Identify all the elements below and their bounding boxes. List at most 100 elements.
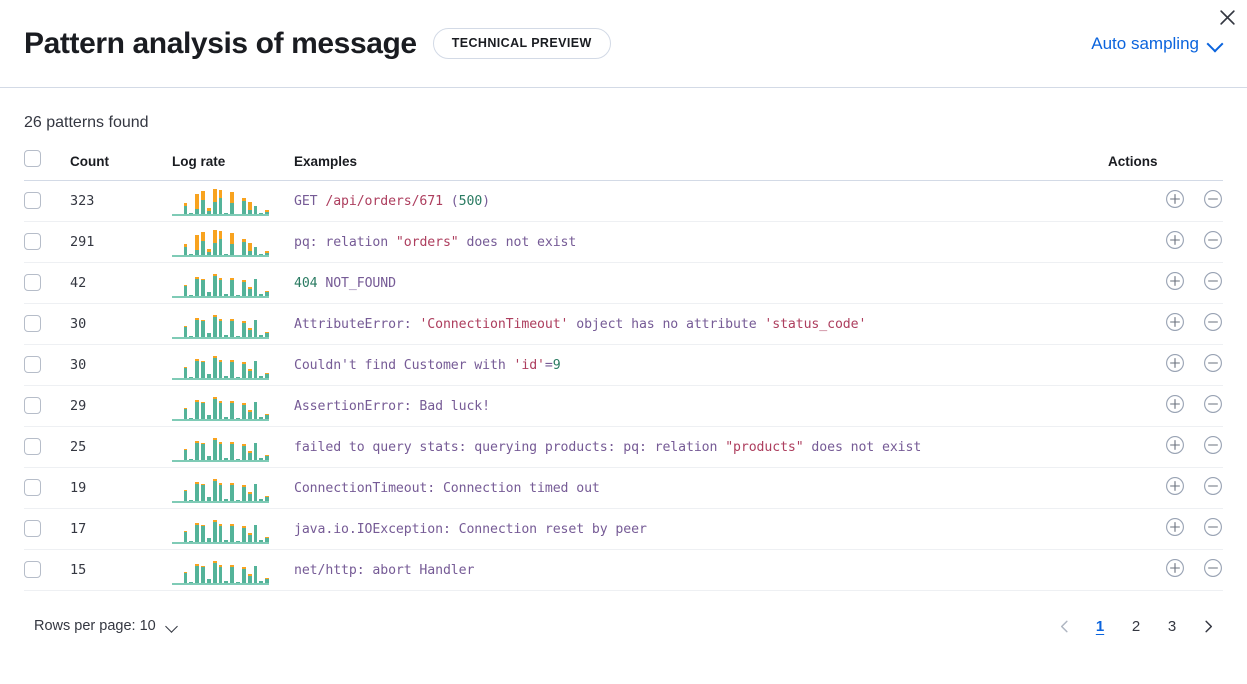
minus-circle-icon[interactable]	[1203, 476, 1223, 496]
sparkline-segment-orange	[218, 442, 223, 444]
plus-circle-icon[interactable]	[1165, 558, 1185, 578]
row-checkbox[interactable]	[24, 438, 41, 456]
pagination-page-1[interactable]: 1	[1095, 617, 1105, 635]
example-token: 500	[458, 193, 483, 209]
chevron-left-icon[interactable]	[1049, 611, 1079, 641]
sparkline-segment-teal	[265, 455, 270, 460]
sparkline-bar	[247, 287, 252, 296]
plus-circle-icon[interactable]	[1165, 189, 1185, 209]
sparkline-bar	[189, 417, 194, 419]
row-log-rate-cell	[172, 385, 294, 427]
row-actions	[1165, 189, 1223, 209]
row-actions-cell	[1108, 467, 1223, 509]
sparkline-bar	[247, 533, 252, 542]
sparkline-bar	[183, 448, 188, 460]
sparkline-segment-teal	[206, 211, 211, 214]
plus-circle-icon[interactable]	[1165, 435, 1185, 455]
auto-sampling-button[interactable]: Auto sampling	[1091, 34, 1223, 54]
plus-circle-icon[interactable]	[1165, 312, 1185, 332]
plus-circle-icon[interactable]	[1165, 476, 1185, 496]
sparkline-segment-teal	[195, 442, 200, 460]
select-all-checkbox[interactable]	[24, 150, 41, 167]
row-actions	[1165, 230, 1223, 250]
row-actions	[1165, 271, 1223, 291]
row-checkbox[interactable]	[24, 561, 41, 579]
sparkline-bar	[265, 536, 270, 542]
sparkline-segment-teal	[206, 332, 211, 337]
sparkline-segment-orange	[218, 565, 223, 567]
row-checkbox[interactable]	[24, 315, 41, 333]
row-count: 30	[70, 303, 172, 345]
sparkline-segment-teal	[253, 247, 258, 255]
sparkline-segment-teal	[236, 417, 240, 419]
minus-circle-icon[interactable]	[1203, 394, 1223, 414]
pagination-page-3[interactable]: 3	[1167, 617, 1177, 635]
pagination-page-2[interactable]: 2	[1131, 617, 1141, 635]
sparkline-segment-teal	[253, 360, 258, 378]
sparkline-bar	[241, 362, 246, 378]
row-actions	[1165, 353, 1223, 373]
sparkline-segment-orange	[218, 190, 223, 199]
sparkline-bar	[183, 407, 188, 419]
row-checkbox[interactable]	[24, 479, 41, 497]
sparkline-bar	[206, 208, 211, 214]
plus-circle-icon[interactable]	[1165, 517, 1185, 537]
row-log-rate-cell	[172, 426, 294, 468]
sparkline-bar	[253, 247, 258, 255]
sparkline-segment-teal	[195, 360, 200, 378]
plus-circle-icon[interactable]	[1165, 271, 1185, 291]
sparkline-segment-orange	[212, 437, 217, 441]
sparkline-segment-teal	[224, 254, 229, 255]
row-checkbox[interactable]	[24, 397, 41, 415]
minus-circle-icon[interactable]	[1203, 312, 1223, 332]
close-icon[interactable]	[1213, 3, 1241, 31]
sparkline-bar	[201, 320, 205, 337]
sparkline-bar	[218, 319, 223, 337]
sparkline-segment-orange	[265, 495, 270, 497]
minus-circle-icon[interactable]	[1203, 230, 1223, 250]
sparkline-bar	[218, 442, 223, 460]
sparkline-bar	[206, 373, 211, 378]
sparkline-segment-orange	[212, 230, 217, 243]
sparkline-bar	[230, 192, 235, 214]
sparkline-segment-teal	[201, 241, 205, 255]
minus-circle-icon[interactable]	[1203, 558, 1223, 578]
row-checkbox[interactable]	[24, 356, 41, 374]
sparkline-segment-teal	[183, 247, 188, 255]
minus-circle-icon[interactable]	[1203, 517, 1223, 537]
row-log-rate-cell	[172, 180, 294, 222]
row-checkbox[interactable]	[24, 274, 41, 292]
sparkline-segment-teal	[224, 416, 229, 419]
row-checkbox[interactable]	[24, 520, 41, 538]
row-checkbox[interactable]	[24, 233, 41, 251]
sparkline-segment-teal	[265, 291, 270, 296]
sparkline-segment-orange	[212, 355, 217, 359]
chevron-right-icon[interactable]	[1193, 611, 1223, 641]
sparkline-bar	[241, 485, 246, 501]
minus-circle-icon[interactable]	[1203, 189, 1223, 209]
sparkline-segment-orange	[183, 243, 188, 248]
sparkline-segment-teal	[212, 399, 217, 419]
minus-circle-icon[interactable]	[1203, 271, 1223, 291]
plus-circle-icon[interactable]	[1165, 394, 1185, 414]
sparkline-bar	[265, 331, 270, 337]
minus-circle-icon[interactable]	[1203, 435, 1223, 455]
row-example-cell: GET /api/orders/671 (500)	[294, 180, 1108, 222]
row-checkbox[interactable]	[24, 192, 41, 210]
sparkline-bar	[212, 230, 217, 255]
plus-circle-icon[interactable]	[1165, 230, 1185, 250]
sparkline-segment-teal	[230, 320, 235, 337]
rows-per-page-select[interactable]: Rows per page: 10	[34, 618, 179, 634]
sparkline-segment-teal	[259, 254, 264, 255]
row-actions	[1165, 476, 1223, 496]
sparkline-segment-teal	[259, 457, 264, 460]
sparkline-segment-orange	[241, 362, 246, 365]
plus-circle-icon[interactable]	[1165, 353, 1185, 373]
sparkline-bar	[259, 213, 264, 214]
sparkline-bar	[265, 454, 270, 460]
example-token: pq: relation	[294, 234, 396, 250]
minus-circle-icon[interactable]	[1203, 353, 1223, 373]
